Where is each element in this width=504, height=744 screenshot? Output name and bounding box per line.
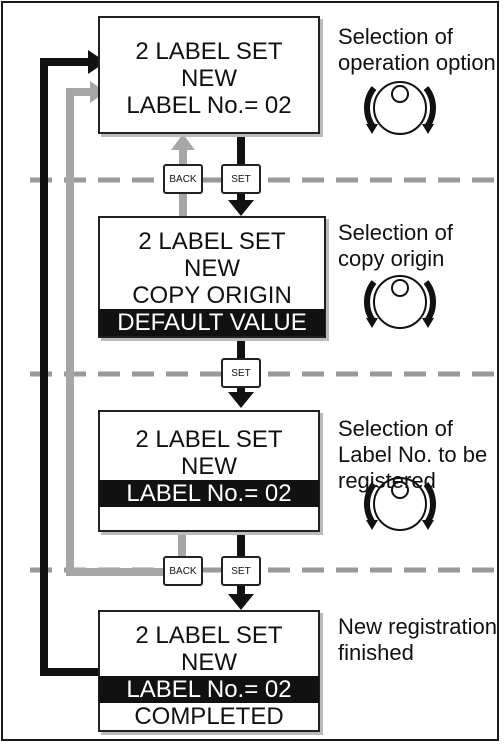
return-arrowhead-completed — [88, 50, 106, 74]
note-line: copy origin — [338, 246, 445, 271]
set-button: SET — [221, 556, 261, 586]
screen-line: NEW — [184, 255, 240, 282]
screen-line-highlighted: LABEL No.= 02 — [99, 480, 319, 507]
note-line: finished — [338, 640, 414, 665]
set-arrowhead-1 — [228, 200, 254, 216]
set-arrowhead-3 — [228, 594, 254, 610]
screen-line: NEW — [181, 649, 237, 676]
screen-line: 2 LABEL SET — [135, 38, 283, 65]
jog-dial-icon-1 — [363, 81, 437, 135]
screen-line-highlighted: DEFAULT VALUE — [99, 309, 325, 336]
note-line: operation option — [338, 50, 496, 75]
back-button: BACK — [163, 164, 203, 194]
lcd-screen-operation-option: 2 LABEL SET NEW LABEL No.= 02 — [98, 16, 320, 134]
set-button: SET — [221, 164, 261, 194]
screen-line: 2 LABEL SET — [135, 426, 283, 453]
note-line: Selection of — [338, 24, 453, 49]
step-note-operation-option: Selection of operation option — [338, 24, 496, 76]
screen-line: COPY ORIGIN — [132, 282, 292, 309]
step-note-label-number: Selection of Label No. to be registered — [338, 416, 487, 494]
lcd-screen-copy-origin: 2 LABEL SET NEW COPY ORIGIN DEFAULT VALU… — [98, 216, 326, 338]
note-line: Label No. to be — [338, 442, 488, 467]
note-line: New registration — [338, 614, 497, 639]
screen-line-highlighted: LABEL No.= 02 — [99, 676, 319, 703]
screen-line: COMPLETED — [134, 703, 284, 730]
lcd-screen-completed: 2 LABEL SET NEW LABEL No.= 02 COMPLETED — [98, 610, 320, 732]
note-line: Selection of — [338, 416, 453, 441]
screen-line: NEW — [181, 453, 237, 480]
return-arrow-completed — [40, 58, 100, 676]
screen-line: LABEL No.= 02 — [126, 92, 292, 119]
note-line: Selection of — [338, 220, 453, 245]
lcd-screen-label-number: 2 LABEL SET NEW LABEL No.= 02 — [98, 410, 320, 532]
back-arrowhead-copy-origin — [171, 134, 195, 150]
jog-dial-icon-3 — [363, 477, 437, 531]
set-arrowhead-2 — [228, 392, 254, 408]
note-line: registered — [338, 468, 436, 493]
screen-line: 2 LABEL SET — [138, 228, 286, 255]
back-button: BACK — [163, 556, 203, 586]
step-note-copy-origin: Selection of copy origin — [338, 220, 453, 272]
set-button: SET — [221, 358, 261, 388]
screen-line: NEW — [181, 65, 237, 92]
screen-line: 2 LABEL SET — [135, 622, 283, 649]
step-note-finished: New registration finished — [338, 614, 497, 666]
jog-dial-icon-2 — [363, 275, 437, 329]
